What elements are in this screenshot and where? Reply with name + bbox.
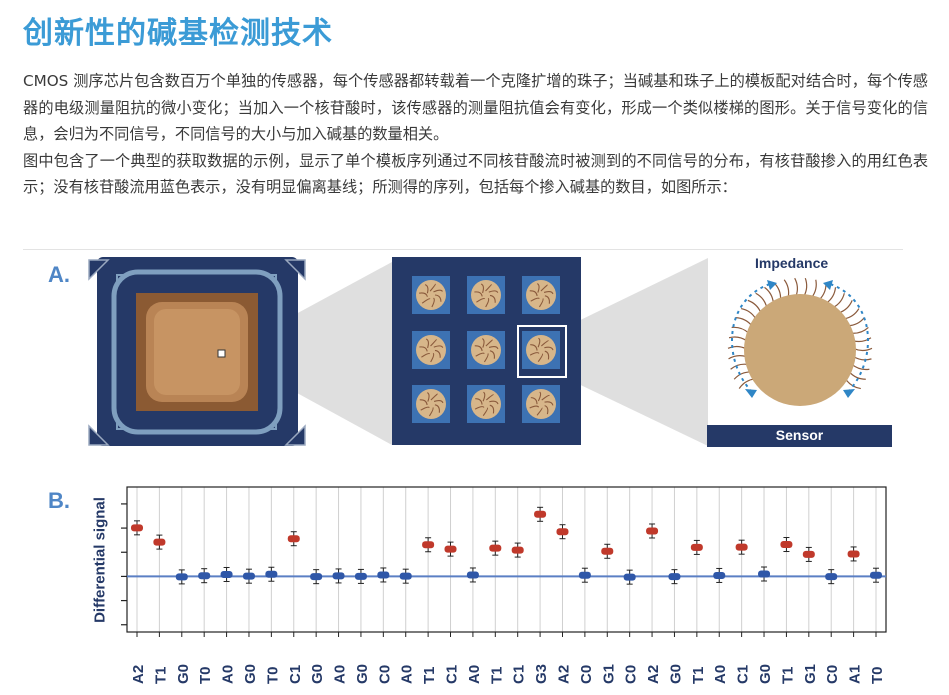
description-paragraph-2: 图中包含了一个典型的获取数据的示例，显示了单个模板序列通过不同核苷酸流时被测到的…: [23, 151, 928, 197]
x-tick-label: A0: [712, 665, 729, 684]
bead-on-sensor-illustration: [707, 277, 892, 447]
sensor-well: [467, 331, 505, 369]
no-incorporation-point: [466, 567, 479, 583]
incorporated-signal-point: [646, 523, 659, 539]
x-tick-label: T0: [869, 666, 886, 684]
incorporated-signal-point: [287, 531, 300, 547]
x-tick-label: C1: [444, 665, 461, 684]
incorporated-signal-point: [444, 541, 457, 557]
sensor-label: Sensor: [775, 427, 824, 443]
figure-a-label: A.: [48, 262, 70, 287]
sensor-well: [412, 331, 450, 369]
x-tick-label: T1: [779, 666, 796, 684]
no-incorporation-point: [399, 568, 412, 584]
x-tick-label: C0: [578, 665, 595, 684]
cmos-chip-illustration: [88, 257, 306, 446]
x-tick-label: C0: [824, 665, 841, 684]
incorporated-signal-point: [780, 537, 793, 553]
x-tick-label: G0: [667, 664, 684, 684]
no-incorporation-point: [668, 569, 681, 585]
x-tick-label: T1: [152, 666, 169, 684]
no-incorporation-point: [265, 566, 278, 582]
incorporated-signal-point: [802, 546, 815, 562]
x-tick-label: G0: [175, 664, 192, 684]
incorporated-signal-point: [153, 534, 166, 550]
incorporated-signal-point: [690, 539, 703, 555]
description-paragraph-1: CMOS 测序芯片包含数百万个单独的传感器，每个传感器都转载着一个克隆扩增的珠子…: [23, 72, 928, 143]
x-tick-label: G1: [600, 664, 617, 684]
incorporated-signal-point: [601, 543, 614, 559]
x-tick-label: C1: [287, 665, 304, 684]
no-incorporation-point: [578, 567, 591, 583]
x-tick-label: A0: [220, 665, 237, 684]
x-tick-label: T0: [264, 666, 281, 684]
description-text: CMOS 测序芯片包含数百万个单独的传感器，每个传感器都转载着一个克隆扩增的珠子…: [23, 68, 928, 201]
no-incorporation-point: [310, 569, 323, 585]
incorporated-signal-point: [534, 506, 547, 522]
no-incorporation-point: [377, 567, 390, 583]
no-incorporation-point: [220, 566, 233, 582]
x-tick-label: G0: [354, 664, 371, 684]
x-tick-label: G0: [757, 664, 774, 684]
page-title: 创新性的碱基检测技术: [23, 16, 333, 51]
x-tick-label: A2: [130, 665, 147, 684]
incorporated-signal-point: [489, 540, 502, 556]
x-tick-label: T1: [690, 666, 707, 684]
x-tick-label: G0: [309, 664, 326, 684]
sensor-well: [412, 385, 450, 423]
figure-b-label: B.: [48, 488, 70, 513]
x-tick-label: A2: [645, 665, 662, 684]
x-tick-label: C0: [623, 665, 640, 684]
sensor-well: [467, 276, 505, 314]
sensor-well: [412, 276, 450, 314]
no-incorporation-point: [354, 568, 367, 584]
sensor-well: [467, 385, 505, 423]
zoom-cone-1: [224, 262, 392, 445]
x-tick-label: A2: [555, 665, 572, 684]
no-incorporation-point: [825, 569, 838, 585]
x-tick-label: G1: [802, 664, 819, 684]
incorporated-signal-point: [131, 520, 143, 536]
incorporated-signal-point: [847, 546, 860, 562]
x-tick-label: T1: [488, 666, 505, 684]
x-tick-label: G3: [533, 664, 550, 684]
x-tick-label: A0: [332, 665, 349, 684]
sensor-well: [522, 385, 560, 423]
sensor-well: [522, 331, 560, 369]
figure-a: [88, 257, 892, 447]
incorporated-signal-point: [511, 542, 524, 558]
sensor-array-illustration: [392, 257, 581, 445]
no-incorporation-point: [332, 568, 345, 584]
no-incorporation-point: [242, 568, 255, 584]
x-tick-label: G0: [242, 664, 259, 684]
no-incorporation-point: [713, 567, 726, 583]
no-incorporation-point: [758, 566, 771, 582]
section-divider: [23, 249, 903, 250]
x-tick-label: A1: [847, 665, 864, 684]
x-tick-label: A0: [399, 665, 416, 684]
impedance-label: Impedance: [755, 255, 829, 271]
no-incorporation-point: [198, 568, 211, 584]
incorporated-signal-point: [422, 537, 435, 553]
x-tick-label: C1: [511, 665, 528, 684]
no-incorporation-point: [870, 567, 882, 583]
x-tick-label: C0: [376, 665, 393, 684]
x-tick-label: T0: [197, 666, 214, 684]
sensor-well: [522, 276, 560, 314]
no-incorporation-point: [623, 569, 636, 585]
incorporated-signal-point: [556, 524, 569, 540]
plot-frame: [126, 486, 887, 633]
x-tick-label: C1: [735, 665, 752, 684]
x-tick-label: T1: [421, 666, 438, 684]
incorporated-signal-point: [735, 539, 748, 555]
x-tick-label: A0: [466, 665, 483, 684]
zoom-cone-2: [566, 258, 708, 446]
no-incorporation-point: [175, 569, 188, 585]
